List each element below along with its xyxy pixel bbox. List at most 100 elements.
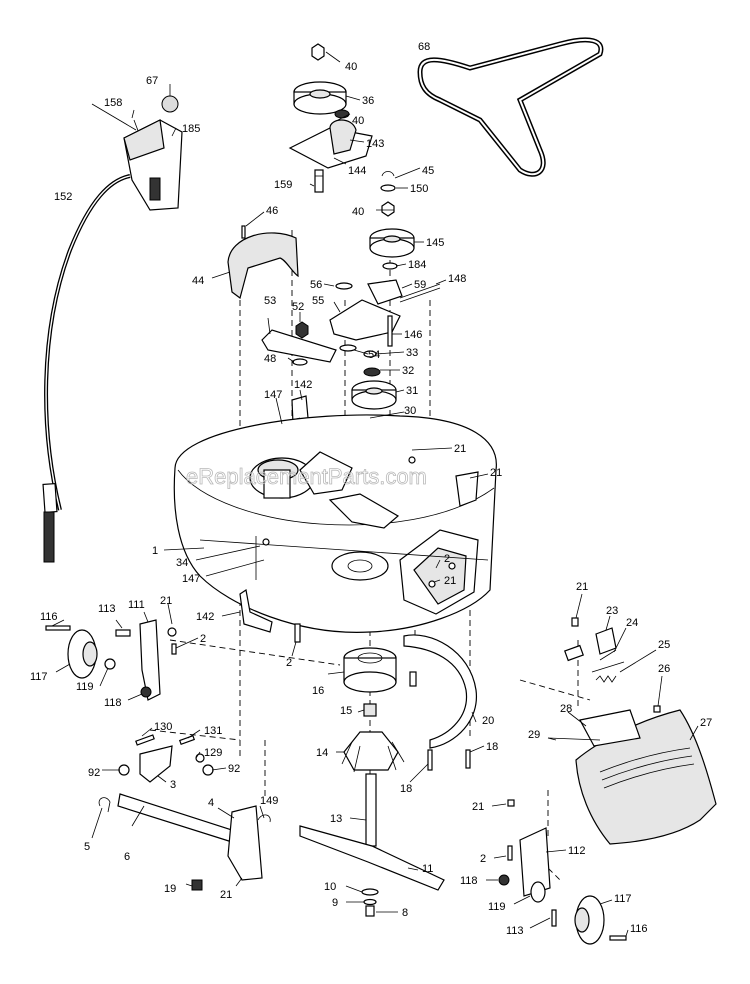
callout-labels: 40 36 40 143 144 159 45 150 40 145 184 5… <box>30 41 712 937</box>
callout-92: 92 <box>88 767 100 779</box>
callout-4: 4 <box>208 797 214 809</box>
callout-34: 34 <box>176 557 188 569</box>
watermark: eReplacementParts.com <box>186 464 427 489</box>
callout-2: 2 <box>200 633 206 645</box>
callout-14: 14 <box>316 747 328 759</box>
callout-40: 40 <box>352 206 364 218</box>
callout-40: 40 <box>345 61 357 73</box>
left-front-wheel-assembly <box>45 619 177 701</box>
drive-belt <box>417 37 604 177</box>
callout-117: 117 <box>614 893 632 905</box>
callout-21: 21 <box>576 581 588 593</box>
height-adjust-linkage <box>98 734 271 891</box>
callout-46: 46 <box>266 205 278 217</box>
callout-142: 142 <box>294 379 312 391</box>
callout-68: 68 <box>418 41 430 53</box>
callout-21: 21 <box>444 575 456 587</box>
callout-40: 40 <box>352 115 364 127</box>
callout-184: 184 <box>408 259 426 271</box>
callout-6: 6 <box>124 851 130 863</box>
callout-152: 152 <box>54 191 72 203</box>
mulch-baffle <box>403 634 477 771</box>
discharge-chute-assembly <box>547 617 717 845</box>
callout-142: 142 <box>196 611 214 623</box>
callout-143: 143 <box>366 138 384 150</box>
callout-16: 16 <box>312 685 324 697</box>
callout-117: 117 <box>30 671 48 683</box>
callout-111: 111 <box>128 599 145 611</box>
callout-45: 45 <box>422 165 434 177</box>
mower-deck <box>173 414 497 633</box>
callout-25: 25 <box>658 639 670 651</box>
callout-59: 59 <box>414 279 426 291</box>
callout-148: 148 <box>448 273 466 285</box>
callout-21: 21 <box>160 595 172 607</box>
right-wheel-assembly <box>498 799 627 945</box>
callout-31: 31 <box>406 385 418 397</box>
callout-36: 36 <box>362 95 374 107</box>
callout-20: 20 <box>482 715 494 727</box>
callout-44: 44 <box>192 275 204 287</box>
callout-149: 149 <box>260 795 278 807</box>
callout-2: 2 <box>480 853 486 865</box>
callout-8: 8 <box>402 907 408 919</box>
callout-113: 113 <box>506 925 524 937</box>
callout-52: 52 <box>292 301 304 313</box>
callout-116: 116 <box>630 923 648 935</box>
callout-13: 13 <box>330 813 342 825</box>
callout-119: 119 <box>488 901 506 913</box>
callout-129: 129 <box>204 747 222 759</box>
callout-21: 21 <box>220 889 232 901</box>
callout-116: 116 <box>40 611 58 623</box>
callout-55: 55 <box>312 295 324 307</box>
callout-118: 118 <box>460 875 478 887</box>
callout-1: 1 <box>152 545 158 557</box>
callout-18: 18 <box>486 741 498 753</box>
callout-11: 11 <box>422 863 433 875</box>
callout-2: 2 <box>286 657 292 669</box>
callout-145: 145 <box>426 237 444 249</box>
callout-5: 5 <box>84 841 90 853</box>
callout-24: 24 <box>626 617 638 629</box>
callout-18: 18 <box>400 783 412 795</box>
drive-pulley-stack <box>367 171 441 305</box>
callout-21: 21 <box>454 443 466 455</box>
callout-158: 158 <box>104 97 122 109</box>
callout-21: 21 <box>472 801 484 813</box>
callout-147: 147 <box>264 389 282 401</box>
callout-131: 131 <box>204 725 222 737</box>
callout-144: 144 <box>348 165 366 177</box>
callout-159: 159 <box>274 179 292 191</box>
belt-guard <box>227 225 299 300</box>
blade-spindle-assembly <box>299 647 445 917</box>
callout-10: 10 <box>324 881 336 893</box>
callout-27: 27 <box>700 717 712 729</box>
callout-9: 9 <box>332 897 338 909</box>
callout-23: 23 <box>606 605 618 617</box>
idler-bracket <box>329 282 401 352</box>
callout-118: 118 <box>104 697 122 709</box>
callout-29: 29 <box>528 729 540 741</box>
callout-112: 112 <box>568 845 586 857</box>
idler-pulley-stack <box>288 43 373 193</box>
callout-30: 30 <box>404 405 416 417</box>
callout-185: 185 <box>182 123 200 135</box>
callout-53: 53 <box>264 295 276 307</box>
callout-130: 130 <box>154 721 172 733</box>
callout-56: 56 <box>310 279 322 291</box>
callout-119: 119 <box>76 681 94 693</box>
callout-2: 2 <box>444 553 450 565</box>
callout-28: 28 <box>560 703 572 715</box>
callout-33: 33 <box>406 347 418 359</box>
callout-15: 15 <box>340 705 352 717</box>
callout-67: 67 <box>146 75 158 87</box>
callout-19: 19 <box>164 883 176 895</box>
callout-3: 3 <box>170 779 176 791</box>
callout-147: 147 <box>182 573 200 585</box>
callout-113: 113 <box>98 603 116 615</box>
height-adjust-assembly <box>42 95 183 563</box>
deck-hanger-bracket-lower <box>239 588 301 643</box>
leader-lines <box>51 51 699 937</box>
